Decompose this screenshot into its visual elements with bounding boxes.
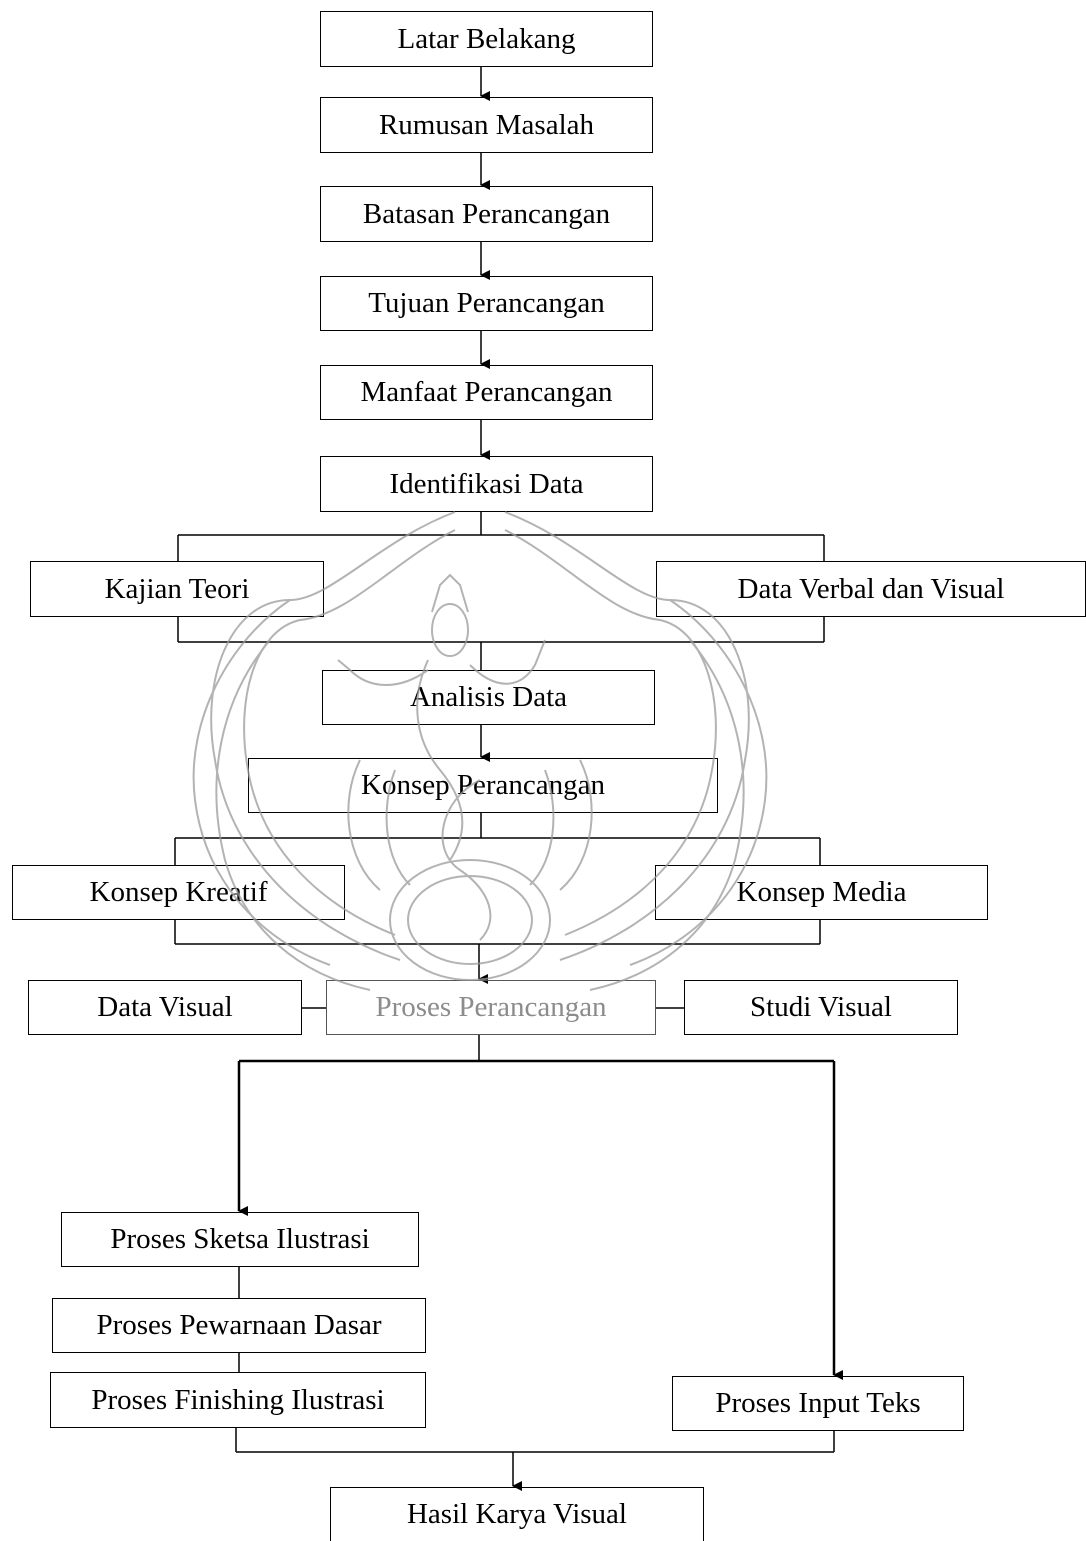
node-proses-perancangan: Proses Perancangan bbox=[326, 980, 656, 1035]
node-kajian-teori: Kajian Teori bbox=[30, 561, 324, 617]
node-proses-input-teks: Proses Input Teks bbox=[672, 1376, 964, 1431]
node-batasan-perancangan: Batasan Perancangan bbox=[320, 186, 653, 242]
node-identifikasi-data: Identifikasi Data bbox=[320, 456, 653, 512]
node-studi-visual: Studi Visual bbox=[684, 980, 958, 1035]
node-analisis-data: Analisis Data bbox=[322, 670, 655, 725]
node-rumusan-masalah: Rumusan Masalah bbox=[320, 97, 653, 153]
node-data-verbal-visual: Data Verbal dan Visual bbox=[656, 561, 1086, 617]
node-proses-pewarnaan: Proses Pewarnaan Dasar bbox=[52, 1298, 426, 1353]
node-tujuan-perancangan: Tujuan Perancangan bbox=[320, 276, 653, 331]
node-konsep-media: Konsep Media bbox=[655, 865, 988, 920]
node-konsep-kreatif: Konsep Kreatif bbox=[12, 865, 345, 920]
node-latar-belakang: Latar Belakang bbox=[320, 11, 653, 67]
node-proses-sketsa: Proses Sketsa Ilustrasi bbox=[61, 1212, 419, 1267]
node-data-visual: Data Visual bbox=[28, 980, 302, 1035]
node-hasil-karya-visual: Hasil Karya Visual bbox=[330, 1487, 704, 1541]
node-manfaat-perancangan: Manfaat Perancangan bbox=[320, 365, 653, 420]
node-proses-finishing: Proses Finishing Ilustrasi bbox=[50, 1372, 426, 1428]
node-konsep-perancangan: Konsep Perancangan bbox=[248, 758, 718, 813]
